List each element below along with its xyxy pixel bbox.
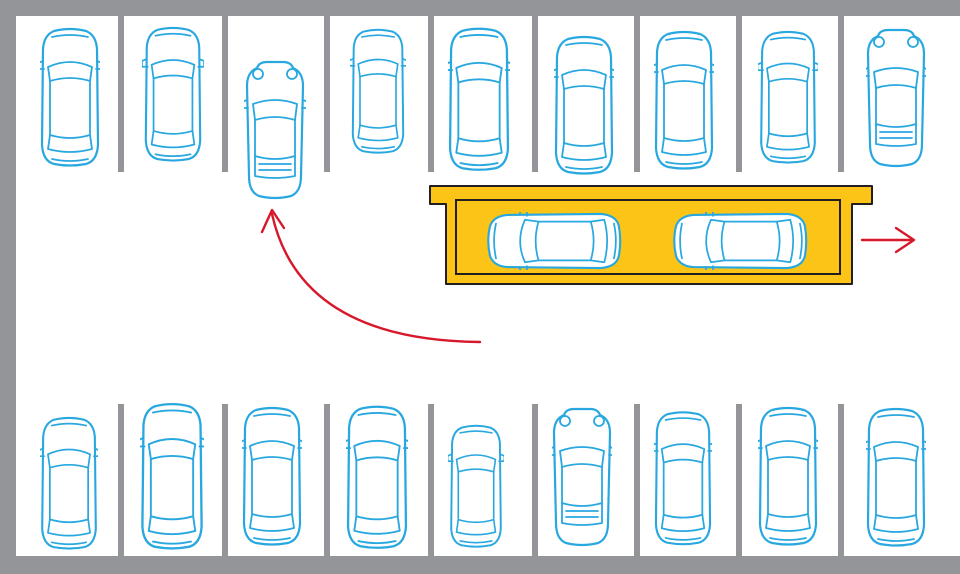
arrow-right-icon (860, 226, 916, 254)
car-top-1 (40, 27, 100, 167)
car-bottom-4 (346, 405, 408, 549)
top-row-cars (40, 26, 926, 175)
left-wall (0, 0, 16, 574)
car-on-shuttle-1 (487, 212, 622, 270)
shuttle-platform (429, 185, 873, 285)
car-top-2 (142, 26, 204, 162)
car-moving-into-slot (244, 60, 306, 200)
car-top-9 (866, 28, 926, 168)
car-top-7 (654, 30, 714, 170)
car-bottom-2 (140, 402, 204, 550)
car-bottom-1 (40, 416, 98, 550)
bottom-row-dividers (118, 404, 844, 556)
car-bottom-6 (552, 407, 612, 547)
car-bottom-8 (758, 406, 818, 546)
car-top-5 (448, 27, 510, 171)
car-top-6 (554, 35, 614, 175)
top-wall (0, 0, 960, 16)
car-top-8 (758, 30, 818, 164)
curved-arrow-icon (260, 208, 482, 344)
car-bottom-9 (866, 407, 926, 547)
bottom-wall (0, 556, 960, 574)
top-row-dividers (118, 16, 844, 172)
car-bottom-7 (654, 411, 712, 546)
bottom-row-cars (40, 402, 926, 550)
car-bottom-5 (448, 424, 504, 548)
car-on-shuttle-2 (673, 212, 808, 270)
car-top-4 (350, 28, 406, 154)
car-bottom-3 (242, 406, 302, 546)
